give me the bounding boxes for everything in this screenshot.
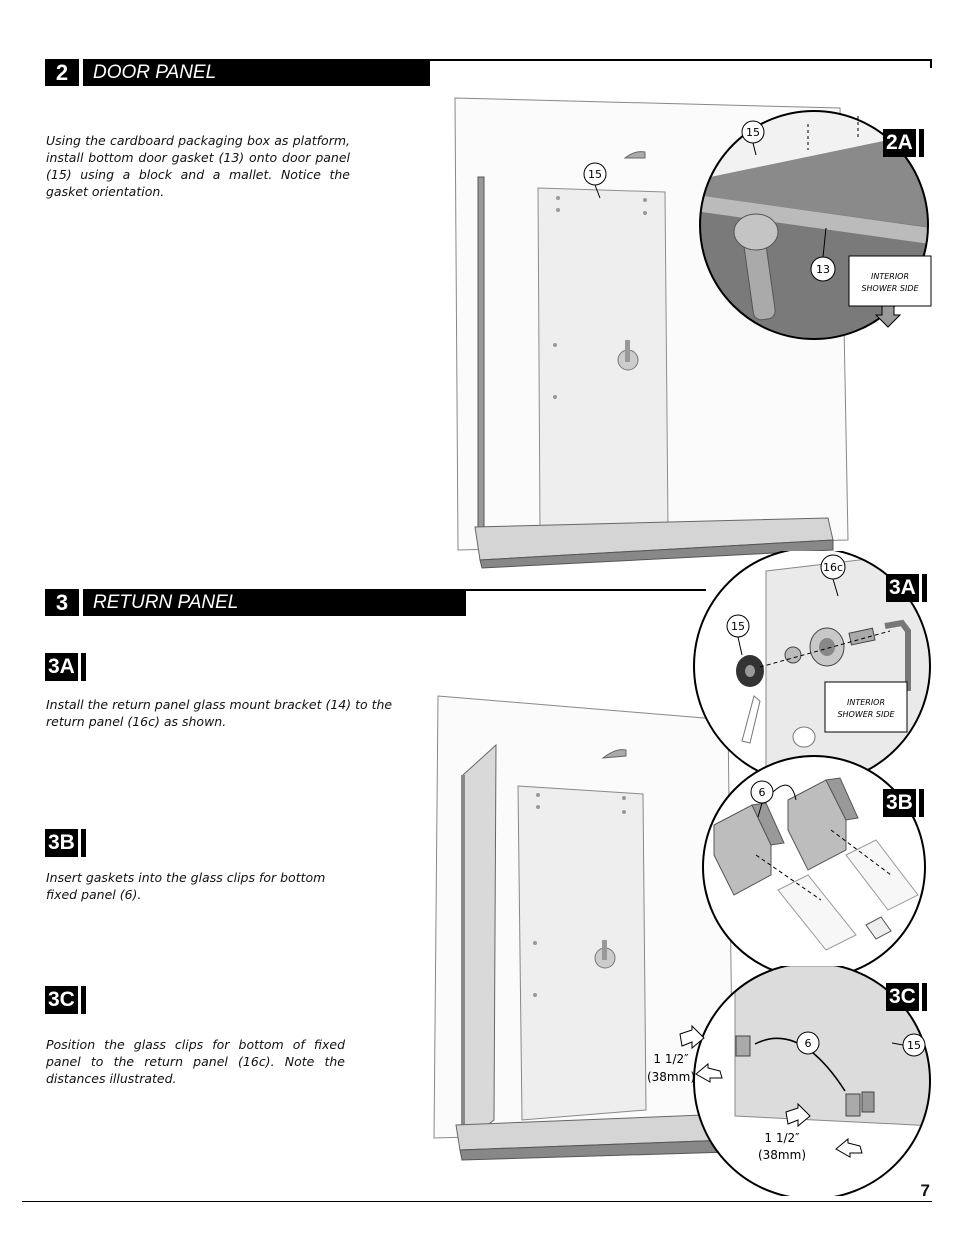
detail-3a-label: 3A: [886, 574, 927, 602]
sub-3b-label: 3B: [45, 829, 86, 857]
step2-instructions: Using the cardboard packaging box as pla…: [46, 133, 350, 199]
sub-3a-label-text: 3A: [45, 653, 78, 681]
detail-2a-label: 2A: [883, 129, 924, 157]
sub-3c-label: 3C: [45, 986, 86, 1014]
step2-title: DOOR PANEL: [83, 59, 430, 86]
sub-3b-label-text: 3B: [45, 829, 78, 857]
detail-2a-label-text: 2A: [883, 129, 916, 157]
detail-2a-note-line2: SHOWER SIDE: [861, 284, 919, 293]
step2-callout-15-main: 15: [588, 168, 602, 181]
sub-3b-instructions: Insert gaskets into the glass clips for …: [46, 870, 326, 902]
detail-3b: 6: [702, 755, 926, 979]
sub-3c-label-text: 3C: [45, 986, 78, 1014]
detail-3a-note-line1: INTERIOR: [847, 698, 885, 707]
step2-header: 2 DOOR PANEL: [45, 59, 430, 86]
detail-3a-callout-16c: 16c: [823, 561, 843, 574]
step2-header-rule: [430, 59, 932, 61]
detail-3c-dim2-metric: (38mm): [758, 1148, 806, 1162]
detail-3c-dim2-value: 1 1/2″: [764, 1131, 800, 1145]
sub-3a-label: 3A: [45, 653, 86, 681]
step2-header-rule-tick: [930, 59, 932, 68]
detail-3c-label: 3C: [886, 983, 927, 1011]
detail-2a-callout-15: 15: [746, 126, 760, 139]
page-number: 7: [920, 1181, 930, 1200]
step3-title: RETURN PANEL: [83, 589, 466, 616]
detail-3c-callout-6: 6: [805, 1037, 812, 1050]
detail-3c-label-text: 3C: [886, 983, 919, 1011]
footer-rule: [22, 1201, 932, 1202]
detail-3b-label-text: 3B: [883, 789, 916, 817]
detail-3a-label-text: 3A: [886, 574, 919, 602]
detail-3c-dim1-value: 1 1/2″: [653, 1052, 689, 1066]
step3-header: 3 RETURN PANEL: [45, 589, 466, 616]
step3-illustration: [433, 695, 734, 1161]
step3-header-rule: [466, 589, 706, 591]
detail-3a-note-line2: SHOWER SIDE: [837, 710, 895, 719]
detail-3a: 16c 15 INTERIOR SHOWER SIDE: [693, 551, 931, 781]
detail-3c-callout-15: 15: [907, 1039, 921, 1052]
step3-number: 3: [45, 589, 79, 616]
detail-3c-dim1-metric: (38mm): [647, 1070, 695, 1084]
sub-3a-instructions: Install the return panel glass mount bra…: [46, 697, 393, 729]
detail-3a-callout-15: 15: [731, 620, 745, 633]
detail-3b-callout-6: 6: [759, 786, 766, 799]
sub-3c-instructions: Position the glass clips for bottom of f…: [46, 1037, 345, 1086]
detail-3b-label: 3B: [883, 789, 924, 817]
step2-number: 2: [45, 59, 79, 86]
detail-2a-callout-13: 13: [816, 263, 830, 276]
detail-2a-note-line1: INTERIOR: [871, 272, 909, 281]
